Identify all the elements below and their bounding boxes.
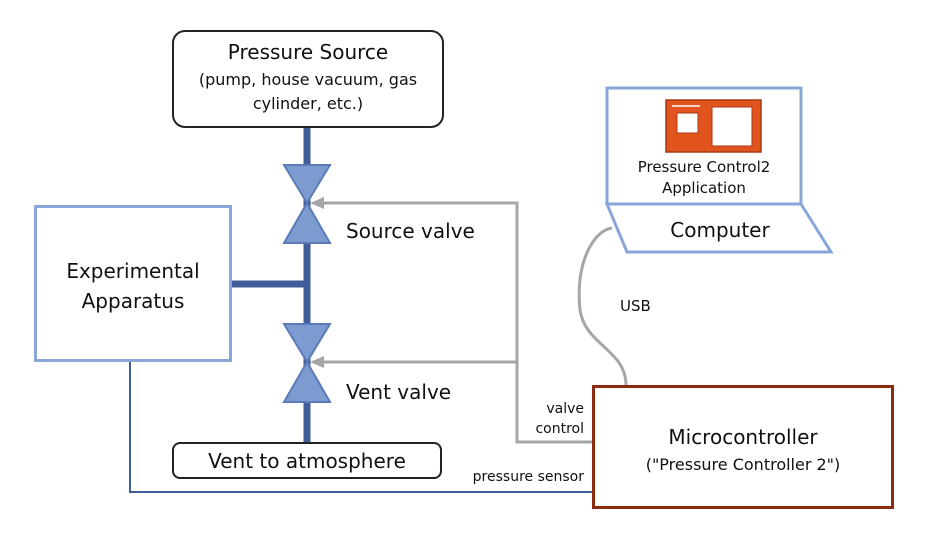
pressure-source-box: [172, 30, 444, 128]
app-label-line2: Application: [662, 179, 746, 197]
pressure-source-line2: (pump, house vacuum, gas: [198, 70, 418, 89]
application-icon: [665, 99, 762, 153]
vent-to-atmosphere-box: [172, 442, 442, 479]
usb-cable: [577, 226, 628, 386]
pressure-sensor-label: pressure sensor: [472, 469, 584, 485]
apparatus-label-line2: Apparatus: [81, 289, 185, 313]
computer-base: [604, 202, 834, 254]
valve-control-label-line2: control: [535, 421, 584, 437]
valve-control-lines: [310, 197, 592, 444]
computer-label: Computer: [670, 218, 770, 242]
microcontroller-box: [592, 385, 894, 509]
source-valve-icon: [282, 164, 332, 244]
usb-label: USB: [620, 297, 651, 315]
microcontroller-label-line2: ("Pressure Controller 2"): [645, 455, 841, 474]
pressure-source-title: Pressure Source: [227, 40, 389, 64]
experimental-apparatus-box: [34, 205, 232, 362]
vent-to-atmosphere-label: Vent to atmosphere: [208, 449, 406, 473]
vent-valve-icon: [282, 323, 332, 403]
pressure-source-line3: cylinder, etc.): [252, 94, 364, 113]
microcontroller-label-line1: Microcontroller: [668, 425, 818, 449]
apparatus-label-line1: Experimental: [66, 259, 200, 283]
source-valve-label: Source valve: [346, 219, 475, 243]
pressure-sensor-line: [129, 362, 592, 493]
valve-control-label-line1: valve: [546, 401, 584, 417]
vent-valve-label: Vent valve: [346, 380, 452, 404]
app-label-line1: Pressure Control2: [637, 158, 771, 176]
